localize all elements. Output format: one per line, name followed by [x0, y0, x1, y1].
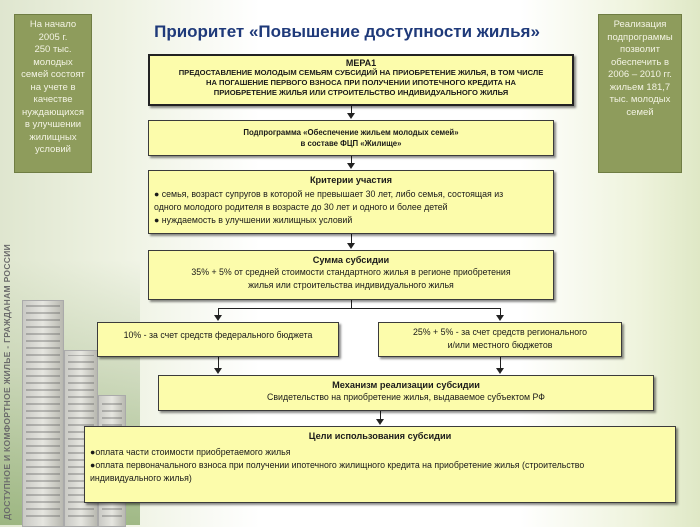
- connector-line: [218, 308, 219, 316]
- arrow-icon: [347, 113, 355, 119]
- criteria-box: Критерии участия ● семья, возраст супруг…: [148, 170, 554, 234]
- subprogram-line: Подпрограмма «Обеспечение жильем молодых…: [243, 128, 459, 137]
- connector-line: [218, 357, 219, 369]
- connector-line: [218, 308, 500, 309]
- subsidy-sum-title: Сумма субсидии: [312, 255, 390, 265]
- left-note-line: 250 тыс.: [34, 44, 72, 55]
- right-note-line: 2006 – 2010 гг.: [608, 69, 672, 80]
- connector-line: [380, 411, 381, 420]
- federal-box: 10% - за счет средств федерального бюдже…: [97, 322, 339, 357]
- right-note: Реализация подпрограммы позволит обеспеч…: [598, 14, 682, 173]
- left-note-line: 2005 г.: [38, 31, 68, 43]
- arrow-icon: [347, 163, 355, 169]
- left-note-line: На начало: [29, 19, 77, 30]
- right-note-line: позволит: [620, 44, 660, 55]
- subsidy-sum-line: 35% + 5% от средней стоимости стандартно…: [191, 267, 511, 277]
- arrow-icon: [214, 368, 222, 374]
- arrow-icon: [496, 315, 504, 321]
- mera-line: ПРЕДОСТАВЛЕНИЕ МОЛОДЫМ СЕМЬЯМ СУБСИДИЙ Н…: [178, 68, 544, 77]
- goals-box: Цели использования субсидии ●оплата част…: [84, 426, 676, 503]
- left-note: На начало 2005 г. 250 тыс. молодых семей…: [14, 14, 92, 173]
- goals-line: ●оплата части стоимости приобретаемого ж…: [90, 447, 291, 457]
- mera-line: НА ПОГАШЕНИЕ ПЕРВОГО ВЗНОСА ПРИ ПОЛУЧЕНИ…: [205, 78, 517, 87]
- connector-line: [351, 234, 352, 244]
- left-note-line: качестве: [33, 94, 73, 105]
- mera-line: ПРИОБРЕТЕНИЕ ЖИЛЬЯ ИЛИ СТРОИТЕЛЬСТВО ИНД…: [213, 88, 509, 97]
- left-note-line: семей состоят: [21, 69, 85, 80]
- page-title: Приоритет «Повышение доступности жилья»: [154, 22, 540, 41]
- connector-line: [500, 308, 501, 316]
- right-note-line: тыс. молодых: [609, 94, 671, 105]
- right-note-line: жильем 181,7: [609, 81, 671, 93]
- mera-box: МЕРА1 ПРЕДОСТАВЛЕНИЕ МОЛОДЫМ СЕМЬЯМ СУБС…: [148, 54, 574, 106]
- mechanism-title: Механизм реализации субсидии: [332, 380, 480, 390]
- goals-line: индивидуального жилья): [90, 473, 192, 483]
- regional-box: 25% + 5% - за счет средств регионального…: [378, 322, 622, 357]
- subsidy-sum-line: жилья или строительства индивидуального …: [248, 280, 454, 290]
- left-note-line: нуждающихся: [21, 106, 85, 118]
- criteria-line: ● нуждаемость в улучшении жилищных услов…: [154, 215, 353, 225]
- subsidy-sum-box: Сумма субсидии 35% + 5% от средней стоим…: [148, 250, 554, 300]
- vertical-banner: ДОСТУПНОЕ И КОМФОРТНОЕ ЖИЛЬЕ - ГРАЖДАНАМ…: [2, 243, 12, 520]
- arrow-icon: [496, 368, 504, 374]
- subprogram-line: в составе ФЦП «Жилище»: [300, 139, 402, 148]
- arrow-icon: [347, 243, 355, 249]
- connector-line: [351, 106, 352, 114]
- left-note-line: в улучшении: [24, 119, 82, 130]
- federal-text: 10% - за счет средств федерального бюдже…: [123, 330, 313, 340]
- criteria-line: одного молодого родителя в возрасте до 3…: [154, 202, 448, 212]
- right-note-line: подпрограммы: [607, 31, 673, 43]
- left-note-line: на учете в: [30, 81, 76, 93]
- subprogram-box: Подпрограмма «Обеспечение жильем молодых…: [148, 120, 554, 156]
- connector-line: [351, 300, 352, 308]
- arrow-icon: [214, 315, 222, 321]
- goals-title: Цели использования субсидии: [308, 431, 452, 441]
- building-image: [22, 300, 64, 527]
- connector-line: [500, 357, 501, 369]
- regional-line: 25% + 5% - за счет средств регионального: [412, 327, 588, 337]
- left-note-line: условий: [35, 144, 71, 155]
- mechanism-box: Механизм реализации субсидии Свидетельст…: [158, 375, 654, 411]
- goals-line: ●оплата первоначального взноса при получ…: [90, 460, 585, 470]
- right-note-line: Реализация: [613, 19, 667, 30]
- arrow-icon: [376, 419, 384, 425]
- right-note-line: семей: [626, 106, 654, 118]
- connector-line: [351, 156, 352, 164]
- mera-title: МЕРА1: [345, 58, 377, 68]
- criteria-title: Критерии участия: [309, 175, 393, 185]
- mechanism-text: Свидетельство на приобретение жилья, выд…: [267, 392, 545, 402]
- left-note-line: жилищных: [29, 131, 77, 143]
- right-note-line: обеспечить в: [610, 56, 669, 68]
- criteria-line: ● семья, возраст супругов в которой не п…: [154, 189, 504, 199]
- left-note-line: молодых: [33, 56, 73, 68]
- regional-line: и/или местного бюджетов: [447, 340, 553, 350]
